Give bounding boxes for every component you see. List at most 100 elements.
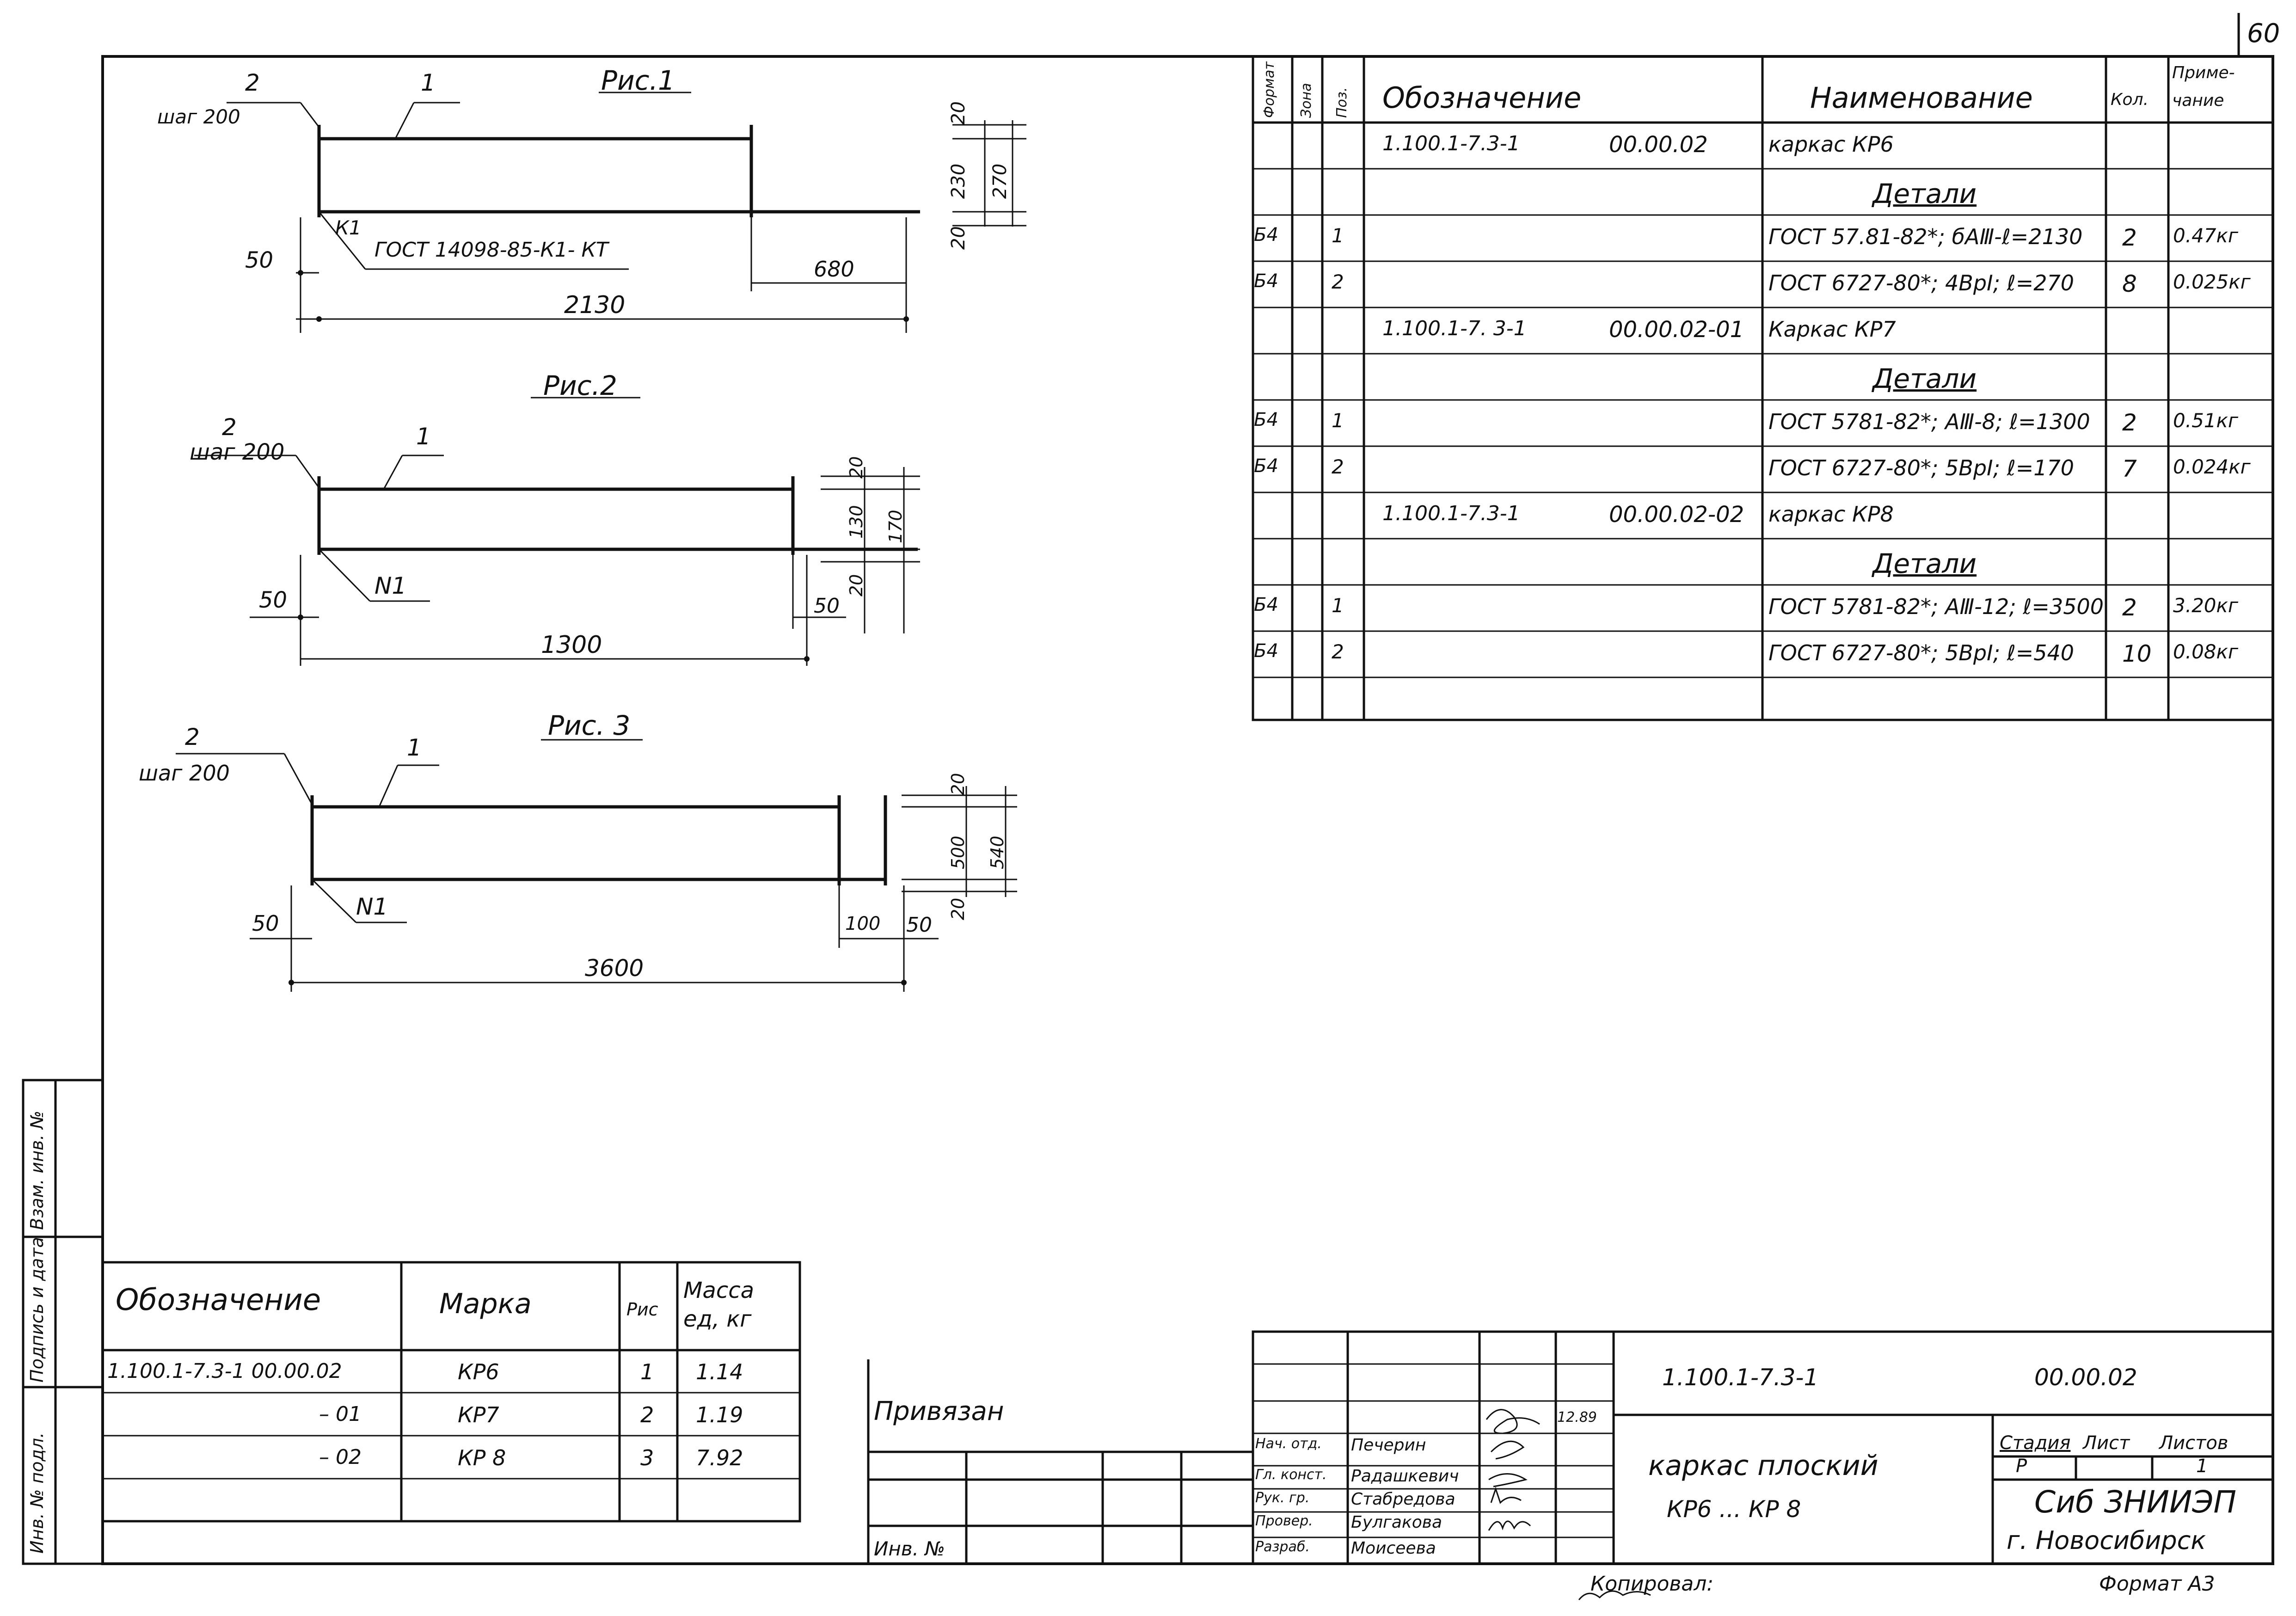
step-label: шаг 200 bbox=[157, 105, 240, 128]
leader-label: 2 bbox=[245, 69, 260, 96]
weld-label: К1 bbox=[335, 216, 362, 239]
signatory-role: Провер. bbox=[1255, 1513, 1313, 1529]
mass-cell-mass: 7.92 bbox=[696, 1445, 743, 1470]
side-label-replace: Взам. инв. № bbox=[27, 1110, 47, 1230]
spec-cell-name: ГОСТ 5781-82*; АⅢ-8; ℓ=1300 bbox=[1768, 409, 2090, 434]
doc-subtitle: КР6 ... КР 8 bbox=[1667, 1496, 1801, 1523]
spec-cell-format: Б4 bbox=[1254, 224, 1278, 246]
spec-cell-name: Детали bbox=[1872, 363, 1977, 394]
mass-header-mark: Марка bbox=[439, 1288, 532, 1320]
mass-cell-fig: 2 bbox=[640, 1402, 654, 1427]
dim-tick bbox=[804, 656, 810, 662]
city: г. Новосибирск bbox=[2007, 1526, 2206, 1555]
dim-right: 50 bbox=[814, 594, 840, 618]
signature-moiseeva bbox=[1488, 1520, 1531, 1531]
leader-label: 2 bbox=[222, 414, 237, 441]
dim-total: 3600 bbox=[585, 955, 644, 982]
side-label-inv: Инв. № подл. bbox=[27, 1432, 47, 1554]
figure-title: Рис.1 bbox=[601, 65, 675, 96]
header-format: Формат bbox=[1261, 61, 1277, 118]
signatory-role: Разраб. bbox=[1255, 1539, 1310, 1555]
leader-label: 1 bbox=[407, 734, 422, 761]
dim-right-a: 100 bbox=[845, 913, 881, 934]
spec-cell-pos: 2 bbox=[1332, 455, 1344, 478]
leader-label: 1 bbox=[416, 423, 431, 450]
spec-cell-designation: 1.100.1-7.3-1 bbox=[1382, 132, 1520, 155]
mass-cell-designation: – 02 bbox=[319, 1445, 362, 1469]
spec-cell-format: Б4 bbox=[1254, 594, 1278, 615]
dim-v1: 20 bbox=[948, 101, 969, 125]
spec-cell-note: 0.51кг bbox=[2173, 409, 2238, 432]
dim-right: 680 bbox=[814, 257, 854, 282]
mass-header-mass: Масса ед, кг bbox=[683, 1278, 755, 1332]
spec-cell-format: Б4 bbox=[1254, 409, 1278, 430]
spec-cell-qty: 2 bbox=[2122, 224, 2137, 251]
spec-cell-note: 0.024кг bbox=[2173, 455, 2251, 478]
signatory-name: Булгакова bbox=[1351, 1513, 1443, 1532]
spec-cell-note: 3.20кг bbox=[2173, 594, 2238, 617]
signatory-role: Гл. конст. bbox=[1255, 1467, 1327, 1483]
spec-cell-name: ГОСТ 57.81-82*; бАⅢ-ℓ=2130 bbox=[1768, 224, 2083, 249]
dim-v1: 20 bbox=[846, 456, 866, 479]
spec-cell-qty: 8 bbox=[2122, 270, 2137, 297]
signature-pechorin bbox=[1486, 1409, 1540, 1434]
spec-cell-note: 0.08кг bbox=[2173, 640, 2238, 663]
spec-cell-name: Каркас КР7 bbox=[1768, 317, 1896, 342]
spec-cell-qty: 10 bbox=[2122, 640, 2152, 667]
spec-cell-qty: 2 bbox=[2122, 409, 2137, 436]
dim-tick bbox=[289, 980, 294, 985]
spec-cell-designation: 1.100.1-7. 3-1 bbox=[1382, 317, 1527, 340]
spec-cell-note: 0.025кг bbox=[2173, 270, 2251, 293]
dim-total: 1300 bbox=[541, 631, 602, 659]
signature-stabredova bbox=[1488, 1473, 1528, 1487]
spec-cell-note: 0.47кг bbox=[2173, 224, 2238, 247]
header-qty: Кол. bbox=[2111, 90, 2149, 109]
header-zone: Зона bbox=[1298, 83, 1314, 118]
mass-cell-designation: 1.100.1-7.3-1 00.00.02 bbox=[107, 1359, 342, 1383]
spec-cell-name: каркас КР6 bbox=[1768, 132, 1894, 157]
mass-cell-mark: КР7 bbox=[458, 1402, 499, 1427]
dim-vtotal: 170 bbox=[885, 510, 906, 543]
mass-cell-mass: 1.19 bbox=[696, 1402, 743, 1427]
sheets-label: Листов bbox=[2159, 1432, 2228, 1454]
weld-label: N1 bbox=[356, 893, 388, 920]
dim-50: 50 bbox=[252, 911, 279, 936]
dim-tick bbox=[901, 980, 907, 985]
mass-cell-mark: КР6 bbox=[458, 1359, 499, 1384]
signature-copier bbox=[1578, 1590, 1651, 1600]
header-note: Приме- чание bbox=[2172, 63, 2235, 110]
step-label: шаг 200 bbox=[190, 439, 285, 465]
stage-value: Р bbox=[2016, 1456, 2027, 1477]
side-label-sign: Подпись и дата bbox=[27, 1237, 47, 1383]
spec-cell-designation2: 00.00.02-02 bbox=[1609, 502, 1744, 528]
dim-vtotal: 270 bbox=[989, 163, 1011, 199]
figure-title: Рис.2 bbox=[543, 370, 617, 401]
header-name: Наименование bbox=[1810, 81, 2033, 115]
dim-v2: 130 bbox=[846, 505, 866, 539]
binding-inv-label: Инв. № bbox=[874, 1537, 945, 1560]
spec-cell-name: Детали bbox=[1872, 548, 1977, 579]
dim-total: 2130 bbox=[564, 291, 626, 319]
sheet-label: Лист bbox=[2083, 1432, 2130, 1454]
dim-tick bbox=[903, 316, 909, 322]
copied-by: Копировал: bbox=[1590, 1572, 1714, 1596]
spec-cell-pos: 2 bbox=[1332, 640, 1344, 663]
mass-cell-mark: КР 8 bbox=[458, 1445, 506, 1470]
signature-radashkevich bbox=[1490, 1440, 1525, 1460]
dim-v3: 20 bbox=[846, 574, 866, 596]
dim-v3: 20 bbox=[948, 897, 968, 920]
spec-cell-format: Б4 bbox=[1254, 270, 1278, 292]
dim-tick bbox=[298, 270, 303, 276]
spec-cell-designation: 1.100.1-7.3-1 bbox=[1382, 502, 1520, 525]
spec-cell-format: Б4 bbox=[1254, 640, 1278, 662]
signatory-role: Нач. отд. bbox=[1255, 1436, 1322, 1452]
spec-cell-name: каркас КР8 bbox=[1768, 502, 1894, 527]
mass-cell-mass: 1.14 bbox=[696, 1359, 743, 1384]
spec-cell-qty: 7 bbox=[2122, 455, 2137, 482]
doc-code2: 00.00.02 bbox=[2034, 1364, 2137, 1391]
dim-v2: 230 bbox=[948, 163, 969, 199]
date: 12.89 bbox=[1557, 1409, 1597, 1426]
weld-label: N1 bbox=[374, 572, 407, 599]
dim-v2: 500 bbox=[948, 836, 968, 869]
signatory-name: Радашкевич bbox=[1351, 1467, 1459, 1486]
